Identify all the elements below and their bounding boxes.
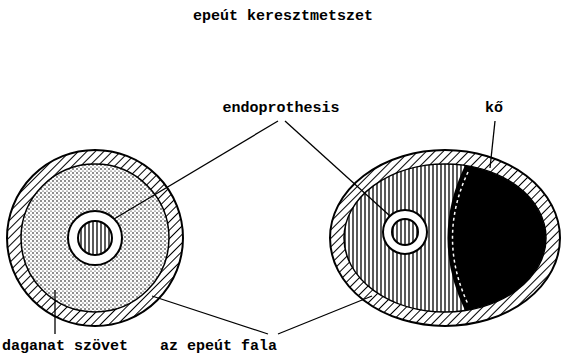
leader-line [490,121,495,168]
part-label: az epeút fala [160,338,277,355]
part-label: daganat szövet [2,338,128,355]
tube-lumen [392,219,418,245]
leader-line [54,290,55,334]
leader-line [152,296,268,334]
diagram-title: epeút keresztmetszet [193,8,373,25]
bile-lumen [344,164,546,312]
leader-line [285,121,390,216]
tube-lumen [78,221,112,255]
stone-edge [453,172,469,304]
leader-line [278,296,372,334]
part-label: kő [485,100,503,117]
part-label: endoprothesis [222,100,339,117]
leader-line [114,121,278,219]
tumor-tissue [21,164,169,312]
duct-wall [7,150,183,326]
endoprosthesis-tube [383,210,427,254]
stone [448,166,546,311]
endoprosthesis-tube [68,211,122,265]
